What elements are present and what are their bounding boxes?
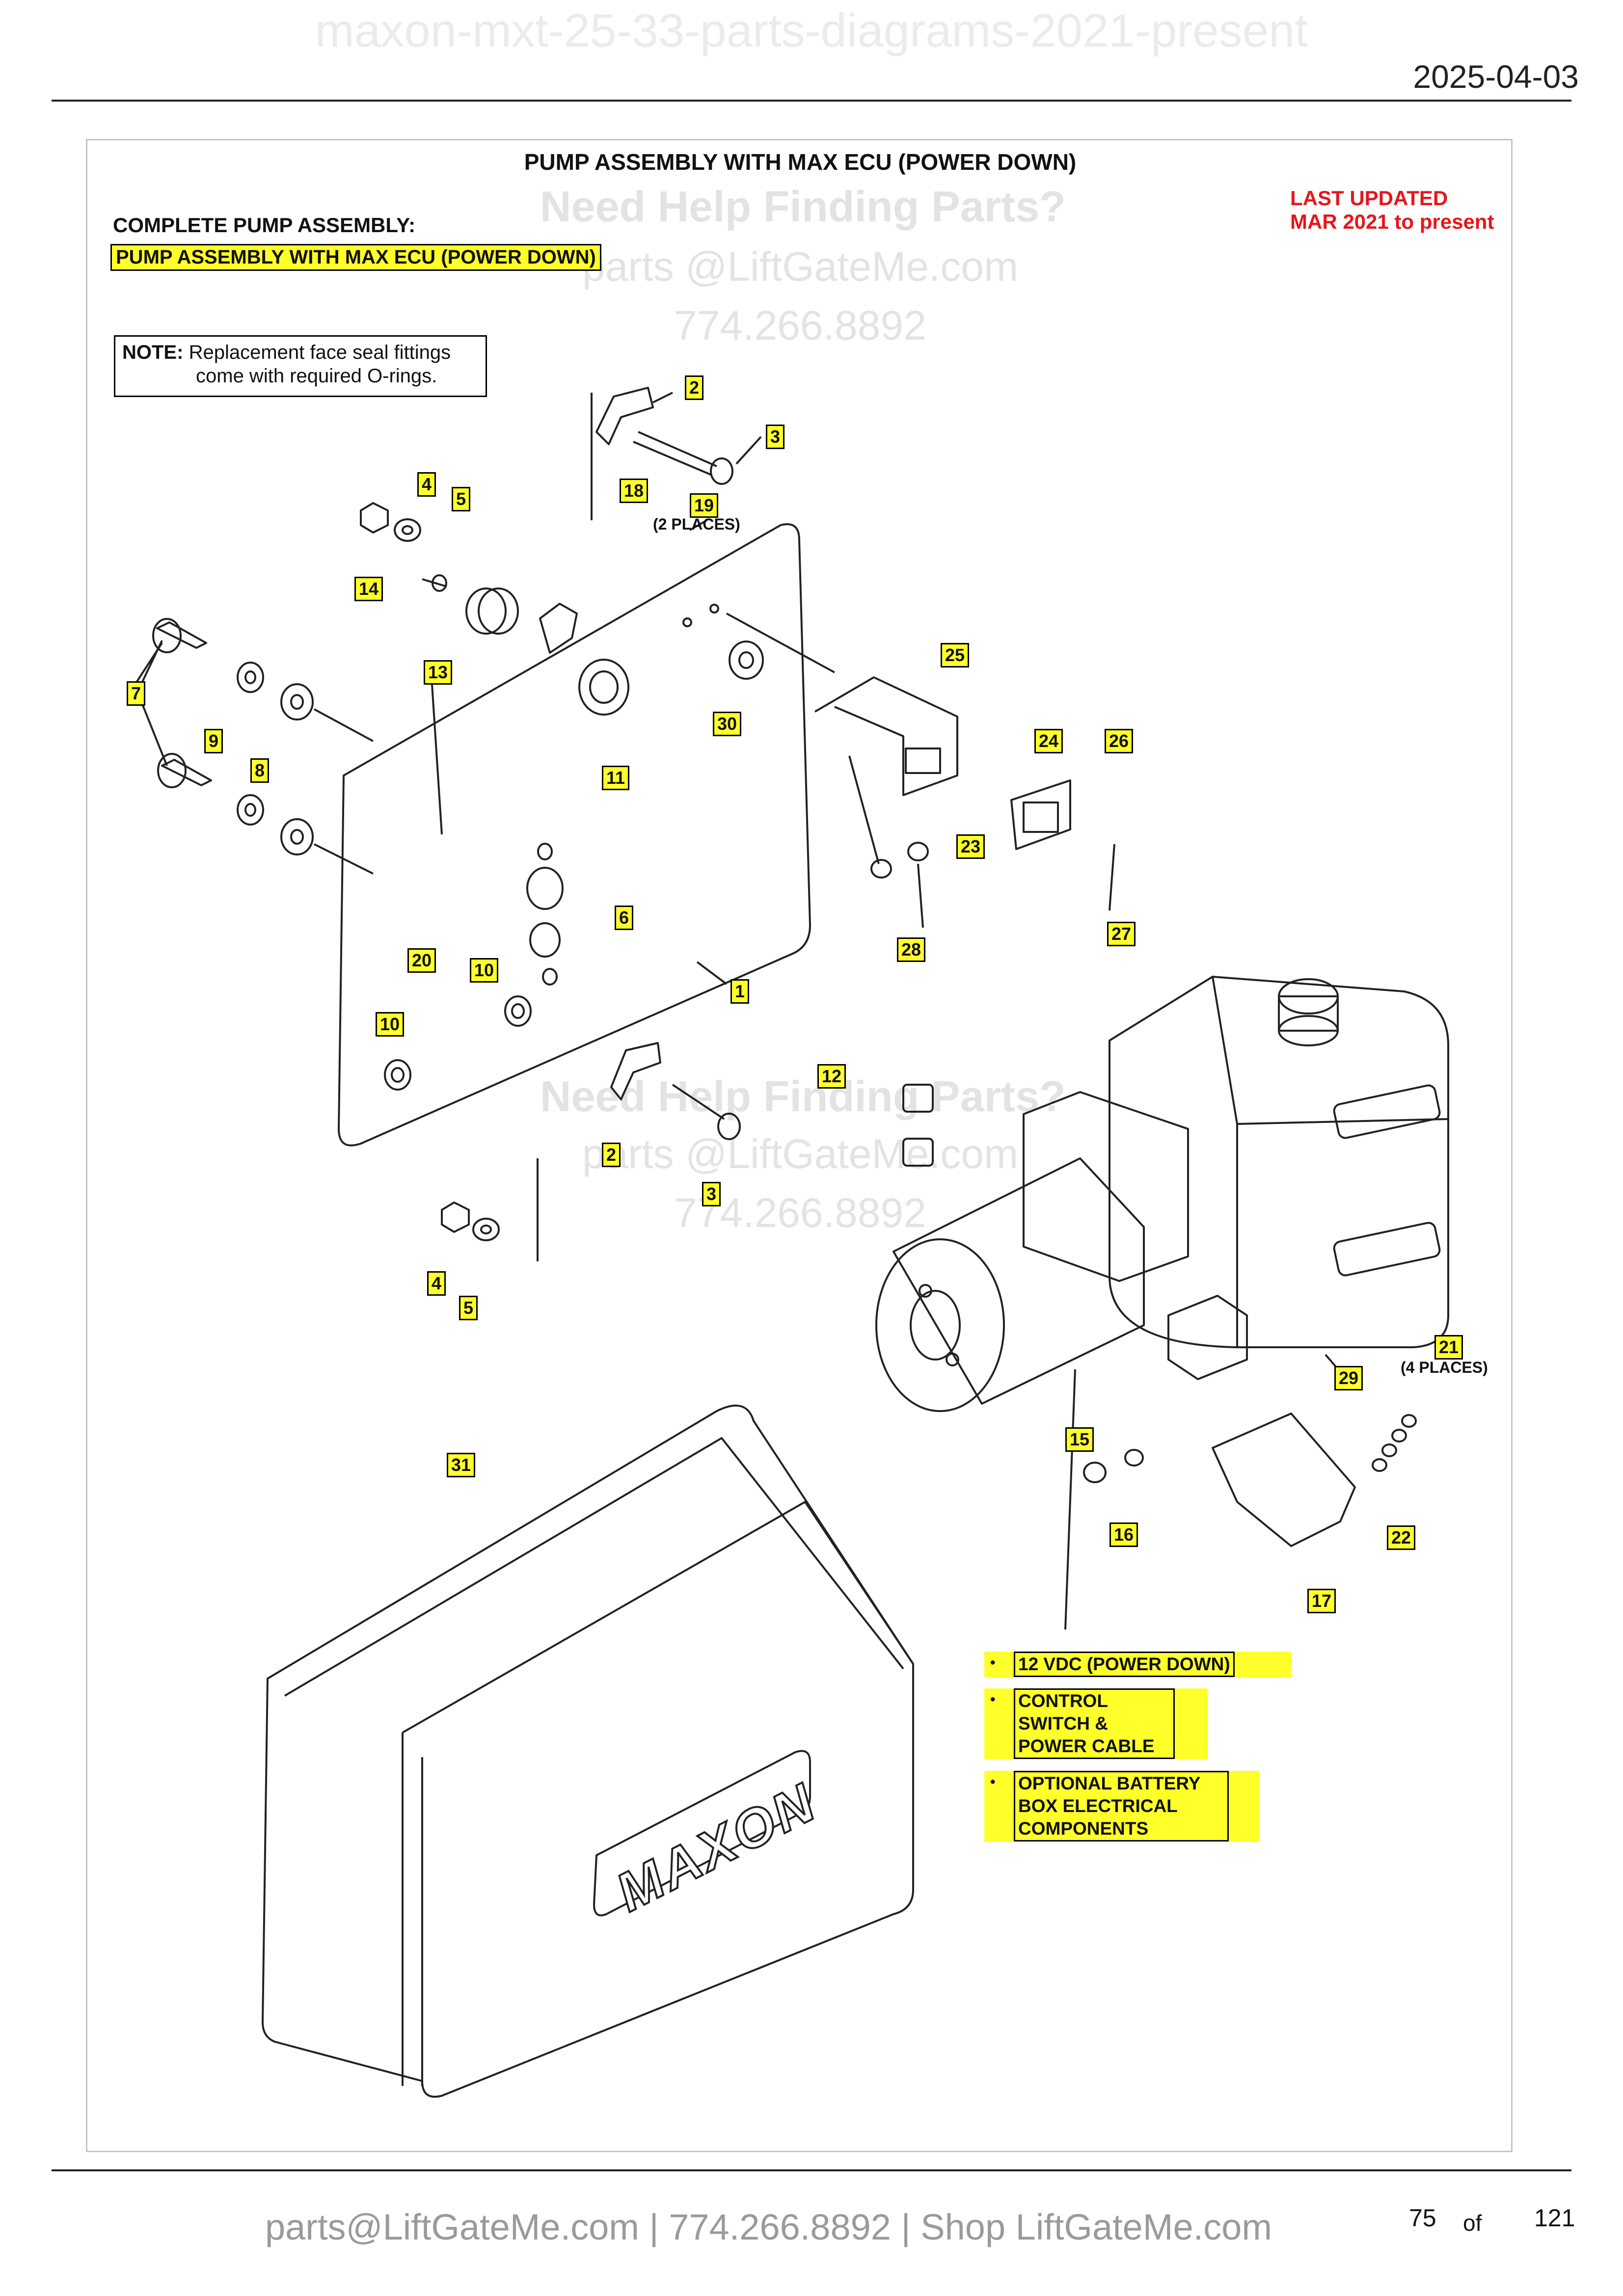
last-updated: LAST UPDATED MAR 2021 to present: [1290, 187, 1494, 234]
callout-26: 26: [1105, 729, 1134, 753]
callout-27: 27: [1107, 922, 1136, 946]
document-title: maxon-mxt-25-33-parts-diagrams-2021-pres…: [315, 4, 1308, 57]
note-line1: Replacement face seal fittings: [189, 342, 451, 363]
callout-22: 22: [1387, 1525, 1416, 1550]
callout-18: 18: [620, 479, 649, 503]
legend-battery-line3: COMPONENTS: [1018, 1818, 1149, 1839]
legend-item-power-down-text: 12 VDC (POWER DOWN): [1014, 1652, 1235, 1677]
callout-2: 2: [685, 375, 704, 400]
page-current: 75: [1409, 2204, 1436, 2232]
complete-assembly-label: COMPLETE PUMP ASSEMBLY:: [113, 214, 416, 237]
callout-3: 3: [766, 425, 785, 449]
callout-2-lower: 2: [602, 1143, 621, 1167]
note-box: NOTE: Replacement face seal fittings com…: [114, 335, 487, 397]
watermark-email: parts @LiftGateMe.com: [582, 243, 1019, 290]
legend-battery-line2: BOX ELECTRICAL: [1018, 1796, 1178, 1816]
callout-1: 1: [730, 979, 750, 1004]
callout-20: 20: [407, 948, 436, 973]
watermark-email-2: parts @LiftGateMe.com: [582, 1131, 1019, 1177]
callout-24: 24: [1034, 729, 1063, 753]
callout-25: 25: [941, 643, 970, 667]
callout-30: 30: [713, 712, 742, 736]
watermark-heading: Need Help Finding Parts?: [540, 182, 1066, 231]
legend-item-power-down: • 12 VDC (POWER DOWN): [984, 1652, 1291, 1677]
pump-motor: [875, 1238, 1005, 1412]
callout-15: 15: [1065, 1427, 1094, 1452]
callout-5: 5: [452, 487, 471, 511]
legend-item-control-switch: • CONTROL SWITCH & POWER CABLE: [984, 1688, 1208, 1759]
note-label: NOTE:: [122, 342, 184, 363]
footer-contact: parts@LiftGateMe.com | 774.266.8892 | Sh…: [265, 2207, 1272, 2247]
callout-4: 4: [417, 472, 436, 497]
watermark-heading-2: Need Help Finding Parts?: [540, 1072, 1066, 1121]
footer-rule: [52, 2169, 1571, 2171]
callout-29: 29: [1334, 1366, 1363, 1390]
callout-23: 23: [956, 834, 985, 859]
callout-11: 11: [602, 766, 630, 790]
legend-control-line3: POWER CABLE: [1018, 1736, 1155, 1756]
callout-21: 21: [1434, 1335, 1463, 1360]
callout-28: 28: [897, 937, 926, 962]
callout-13: 13: [424, 660, 453, 685]
callout-14: 14: [354, 577, 383, 601]
callout-7: 7: [127, 681, 146, 706]
maxon-logo-plate: [593, 1750, 811, 1917]
callout-19: 19: [690, 493, 719, 518]
callout-12: 12: [817, 1064, 846, 1089]
diagram-frame: [86, 139, 1513, 2152]
callout-16: 16: [1109, 1522, 1138, 1547]
mounting-plate: [338, 523, 811, 1147]
callout-4-lower: 4: [427, 1271, 446, 1296]
callout-31: 31: [447, 1453, 476, 1477]
callout-6: 6: [615, 906, 634, 930]
watermark-phone: 774.266.8892: [674, 302, 926, 348]
callout-10: 10: [470, 958, 499, 983]
last-updated-line2: MAR 2021 to present: [1290, 210, 1494, 233]
legend-control-line2: SWITCH &: [1018, 1713, 1108, 1734]
page-total: 121: [1534, 2204, 1575, 2232]
places-4-label: (4 PLACES): [1401, 1359, 1488, 1376]
page-of: of: [1463, 2210, 1482, 2236]
callout-9: 9: [204, 729, 223, 753]
callout-5-lower: 5: [459, 1296, 478, 1320]
callout-8: 8: [250, 758, 270, 783]
places-2-label: (2 PLACES): [653, 515, 740, 533]
callout-10-lower: 10: [376, 1012, 405, 1037]
legend-battery-line1: OPTIONAL BATTERY: [1018, 1773, 1201, 1793]
battery-box-cover: [262, 1404, 914, 2098]
header-rule: [52, 100, 1571, 102]
document-date: 2025-04-03: [1413, 58, 1579, 95]
callout-17: 17: [1307, 1589, 1336, 1613]
note-line2: come with required O-rings.: [196, 365, 437, 387]
complete-assembly-value: PUMP ASSEMBLY WITH MAX ECU (POWER DOWN): [110, 244, 601, 271]
reservoir-tank: [1109, 976, 1449, 1348]
legend-control-line1: CONTROL: [1018, 1691, 1108, 1711]
last-updated-line1: LAST UPDATED: [1290, 187, 1448, 210]
legend-item-battery-box: • OPTIONAL BATTERY BOX ELECTRICAL COMPON…: [984, 1771, 1259, 1842]
diagram-title: PUMP ASSEMBLY WITH MAX ECU (POWER DOWN): [524, 149, 1077, 175]
callout-3-lower: 3: [702, 1182, 721, 1206]
